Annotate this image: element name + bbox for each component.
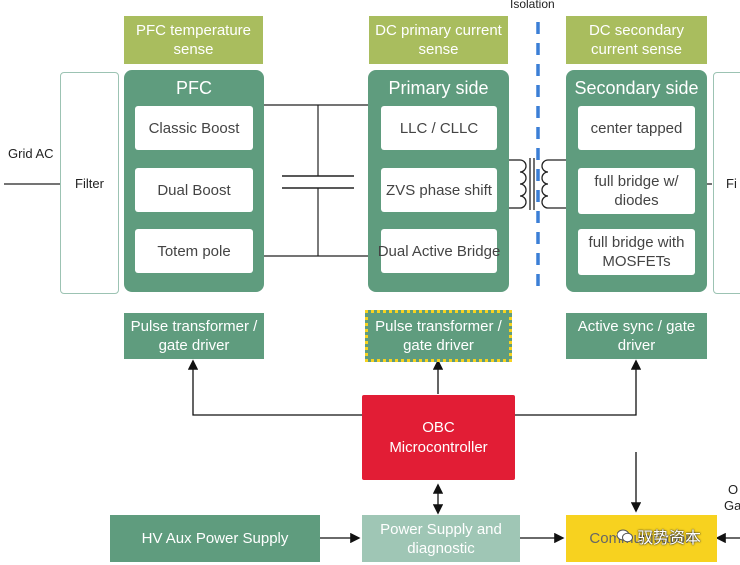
pfc-block: PFC Classic Boost Dual Boost Totem pole [124,70,264,292]
primary-zvs-phase-shift: ZVS phase shift [381,168,497,212]
power-supply-diagnostic: Power Supply and diagnostic [362,515,520,562]
transformer-symbol [505,158,566,210]
communication: Communication [566,515,717,562]
pfc-classic-boost: Classic Boost [135,106,253,150]
pfc-title: PFC [176,78,212,98]
secondary-side-block: Secondary side center tapped full bridge… [566,70,707,292]
secondary-full-bridge-mosfets: full bridge with MOSFETs [578,229,695,275]
filter-left: Filter [60,72,119,294]
isolation-label: Isolation [510,0,555,11]
pfc-temperature-sense: PFC temperature sense [124,16,263,64]
filter-right: Fi [713,72,740,294]
watermark-text: 驭势资本 [637,530,702,547]
secondary-full-bridge-diodes: full bridge w/ diodes [578,168,695,214]
grid-ac-label: Grid AC [8,146,54,161]
secondary-gate-driver: Active sync / gate driver [566,313,707,359]
pfc-totem-pole: Totem pole [135,229,253,273]
primary-gate-driver: Pulse transformer / gate driver [365,310,512,362]
far-right-label-2: Ga [724,498,740,513]
secondary-center-tapped: center tapped [578,106,695,150]
watermark: 驭势资本 [616,524,702,548]
primary-side-title: Primary side [388,78,489,98]
pfc-gate-driver: Pulse transformer / gate driver [124,313,264,359]
primary-llc-cllc: LLC / CLLC [381,106,497,150]
pfc-dual-boost: Dual Boost [135,168,253,212]
wechat-icon [616,529,633,543]
filter-right-label: Fi [726,175,737,191]
far-right-label-1: O [728,482,739,497]
filter-left-label: Filter [75,175,104,191]
primary-dual-active-bridge: Dual Active Bridge [378,229,500,273]
primary-side-block: Primary side LLC / CLLC ZVS phase shift … [368,70,509,292]
dc-primary-current-sense: DC primary current sense [369,16,508,64]
hv-aux-power-supply: HV Aux Power Supply [110,515,320,562]
secondary-side-title: Secondary side [574,78,699,98]
dc-secondary-current-sense: DC secondary current sense [566,16,707,64]
obc-microcontroller: OBC Microcontroller [362,395,515,480]
